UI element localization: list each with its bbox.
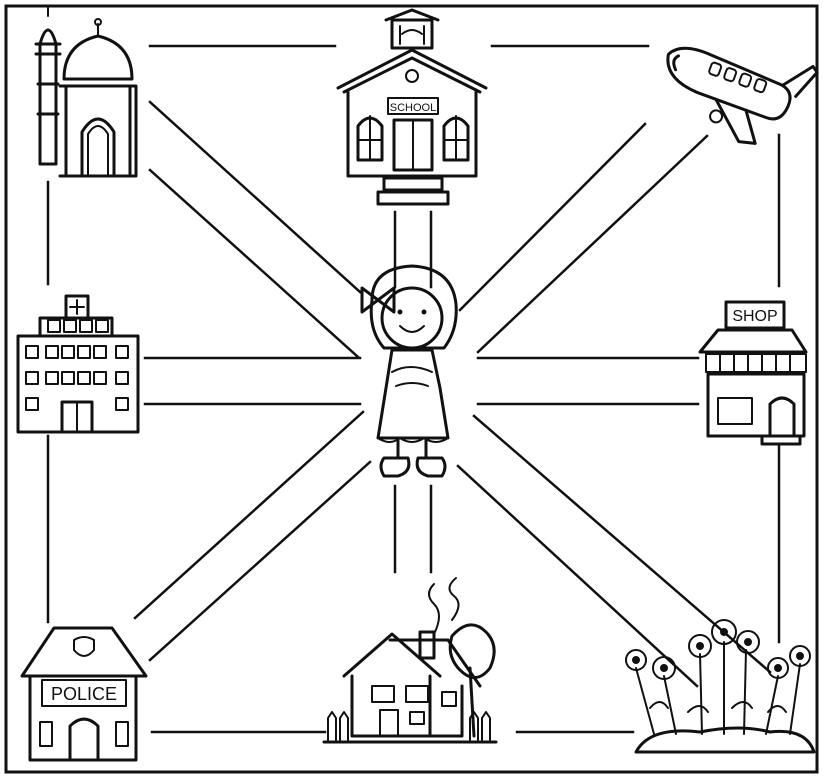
school-label: SCHOOL: [390, 102, 436, 114]
path-airplane-girl-b: [478, 136, 707, 352]
girl-character-icon: [362, 266, 456, 476]
hospital-icon: [18, 296, 138, 432]
police-label: POLICE: [51, 684, 117, 704]
mosque-icon: [36, 8, 136, 176]
shop-icon: SHOP: [700, 302, 806, 444]
path-police-girl-a: [135, 412, 363, 618]
flower-garden-icon: [626, 620, 814, 752]
police-station-icon: POLICE: [22, 628, 146, 760]
path-police-girl-b: [150, 462, 370, 660]
school-building-icon: SCHOOL: [338, 10, 486, 204]
house-icon: [324, 578, 496, 742]
airplane-icon: [649, 19, 819, 159]
shop-label: SHOP: [732, 308, 777, 325]
